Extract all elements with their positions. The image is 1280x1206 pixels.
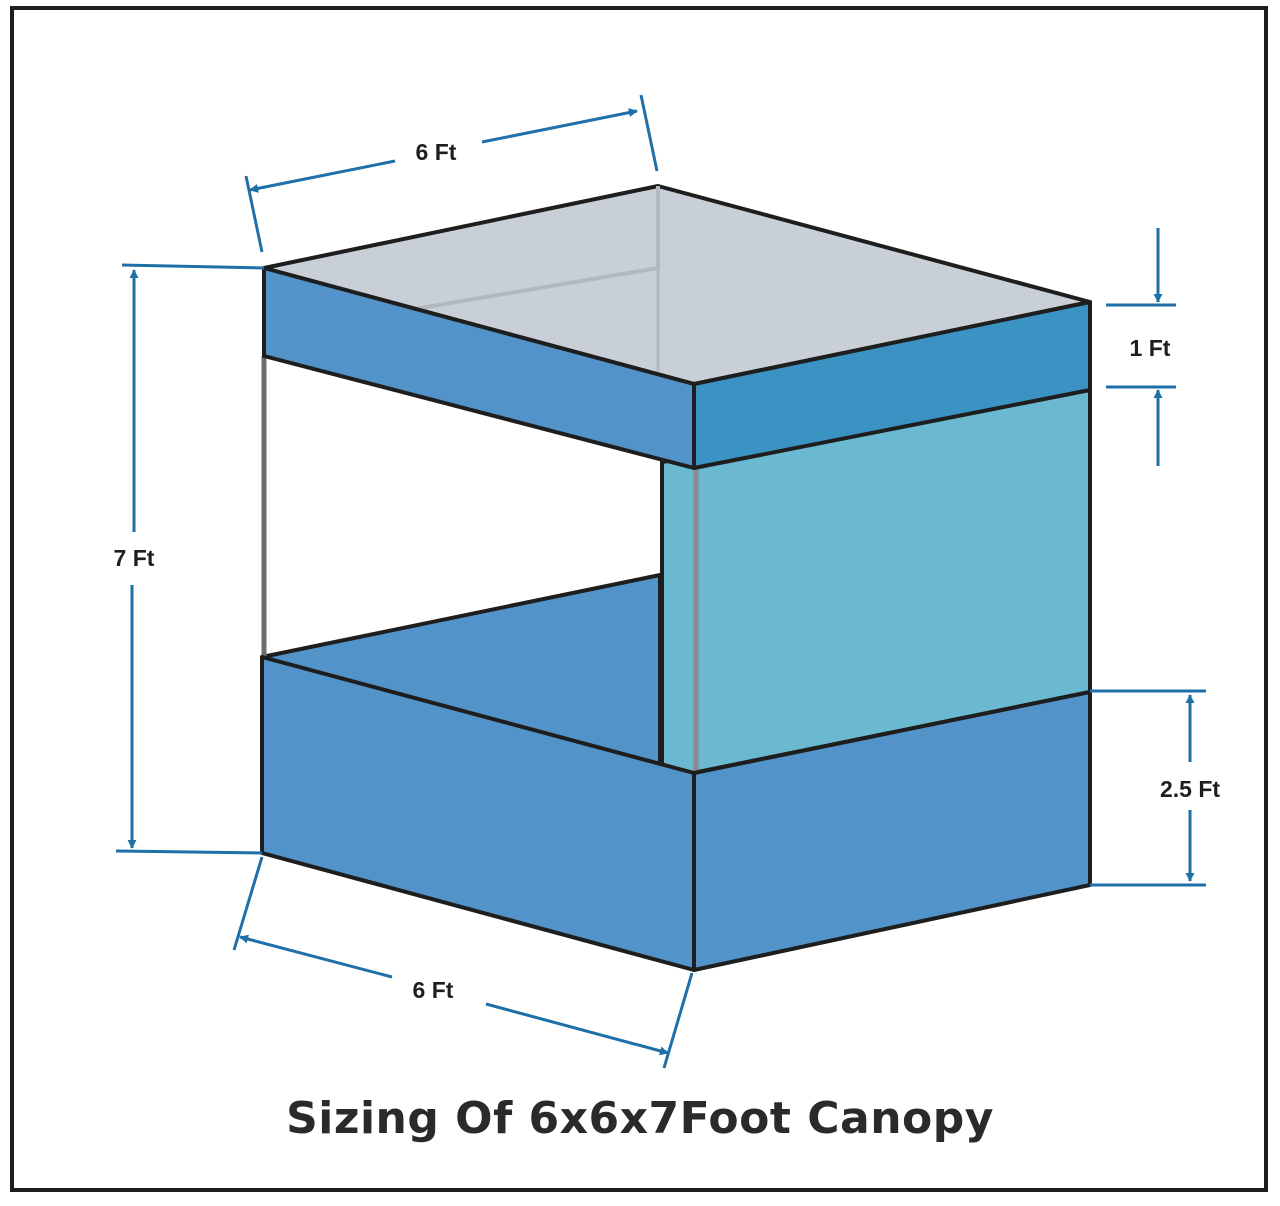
height-label: 7 Ft <box>114 545 155 571</box>
extension-line <box>244 175 264 253</box>
dimension-arrow <box>481 108 638 144</box>
extension-line <box>121 263 265 270</box>
bottom-width-dimension: 6 Ft <box>232 856 694 1069</box>
dimension-arrow <box>249 159 396 193</box>
valance-dimension: 1 Ft <box>1106 228 1176 466</box>
top-depth-label: 6 Ft <box>416 139 457 165</box>
dimension-arrow <box>239 934 393 979</box>
wall-dimension: 2.5 Ft <box>1090 689 1220 887</box>
extension-line <box>115 849 263 855</box>
side-valance <box>692 300 1092 470</box>
extension-line <box>662 972 694 1069</box>
dimension-arrow <box>485 1002 669 1056</box>
extension-line <box>232 856 264 951</box>
diagram-caption: Sizing Of 6x6x7Foot Canopy <box>286 1093 994 1144</box>
valance-label: 1 Ft <box>1130 335 1171 361</box>
top-depth-dimension: 6 Ft <box>244 94 659 253</box>
extension-line <box>639 94 659 172</box>
wall-label: 2.5 Ft <box>1160 776 1220 802</box>
height-dimension: 7 Ft <box>114 263 265 855</box>
bottom-width-label: 6 Ft <box>413 977 454 1003</box>
